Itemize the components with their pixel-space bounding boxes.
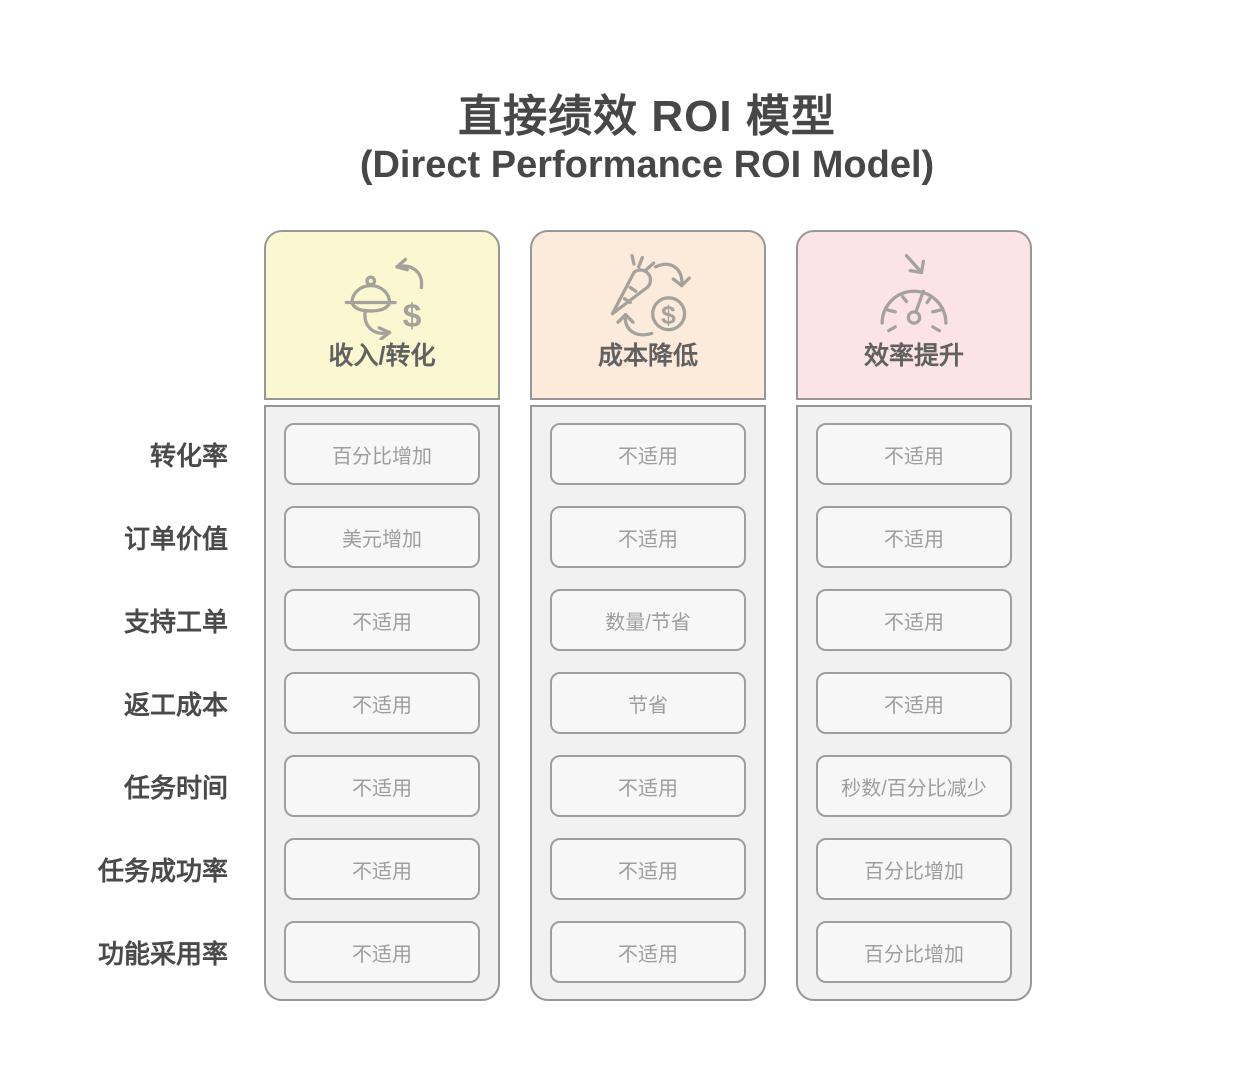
cell-efficiency-order-value: 不适用: [816, 506, 1012, 569]
cell-revenue-feature-adoption: 不适用: [284, 921, 480, 984]
cell-efficiency-rework-cost: 不适用: [816, 672, 1012, 735]
row-label-support-tickets: 支持工单: [123, 606, 228, 637]
svg-text:$: $: [661, 300, 676, 330]
title-english: (Direct Performance ROI Model): [359, 143, 935, 186]
column-revenue-conversion: $ 收入/转化 百分比增加 美元增加 不适用 不适用 不适用 不适用 不适用: [264, 230, 500, 1002]
cell-cost-feature-adoption: 不适用: [550, 921, 746, 984]
cell-cost-task-success-rate: 不适用: [550, 838, 746, 901]
row-label-task-success-rate: 任务成功率: [97, 855, 228, 886]
cell-cost-rework-cost: 节省: [550, 672, 746, 735]
column-header-revenue: $ 收入/转化: [264, 230, 500, 401]
row-label-task-time: 任务时间: [123, 772, 228, 803]
cell-revenue-rework-cost: 不适用: [284, 672, 480, 735]
carrot-dollar-cycle-icon: $: [603, 250, 693, 340]
cell-efficiency-feature-adoption: 百分比增加: [816, 921, 1012, 984]
cell-revenue-support-tickets: 不适用: [284, 589, 480, 652]
svg-text:$: $: [403, 297, 422, 335]
column-title-cost: 成本降低: [597, 342, 698, 371]
column-body-efficiency: 不适用 不适用 不适用 不适用 秒数/百分比减少 百分比增加 百分比增加: [796, 405, 1032, 1002]
cell-efficiency-task-success-rate: 百分比增加: [816, 838, 1012, 901]
page-title: 直接绩效 ROI 模型 (Direct Performance ROI Mode…: [0, 0, 1246, 188]
cell-cost-order-value: 不适用: [550, 506, 746, 569]
cell-efficiency-conversion-rate: 不适用: [816, 423, 1012, 486]
column-efficiency-improvement: 效率提升 不适用 不适用 不适用 不适用 秒数/百分比减少 百分比增加 百分比增…: [796, 230, 1032, 1002]
cell-revenue-conversion-rate: 百分比增加: [284, 423, 480, 486]
cell-efficiency-task-time: 秒数/百分比减少: [816, 755, 1012, 818]
column-header-efficiency: 效率提升: [796, 230, 1032, 401]
cell-efficiency-support-tickets: 不适用: [816, 589, 1012, 652]
row-label-feature-adoption: 功能采用率: [97, 938, 228, 969]
column-cost-reduction: $ 成本降低 不适用 不适用 数量/节省 节省 不适用 不适用 不适用: [530, 230, 766, 1002]
cell-cost-conversion-rate: 不适用: [550, 423, 746, 486]
row-label-conversion-rate: 转化率: [149, 440, 228, 471]
row-label-order-value: 订单价值: [123, 523, 228, 554]
row-label-rework-cost: 返工成本: [123, 689, 228, 720]
column-body-revenue: 百分比增加 美元增加 不适用 不适用 不适用 不适用 不适用: [264, 405, 500, 1002]
title-chinese: 直接绩效 ROI 模型: [458, 92, 836, 141]
dish-dollar-swap-icon: $: [337, 250, 427, 341]
column-title-efficiency: 效率提升: [863, 342, 964, 371]
column-title-revenue: 收入/转化: [328, 342, 436, 371]
row-labels-column: 转化率 订单价值 支持工单 返工成本 任务时间 任务成功率 功能采用率: [44, 230, 234, 983]
cell-revenue-task-time: 不适用: [284, 755, 480, 818]
column-header-cost: $ 成本降低: [530, 230, 766, 401]
cell-cost-support-tickets: 数量/节省: [550, 589, 746, 652]
cell-revenue-order-value: 美元增加: [284, 506, 480, 569]
cell-cost-task-time: 不适用: [550, 755, 746, 818]
cell-revenue-task-success-rate: 不适用: [284, 838, 480, 901]
gauge-arrow-icon: [869, 250, 959, 340]
roi-matrix: 转化率 订单价值 支持工单 返工成本 任务时间 任务成功率 功能采用率: [44, 230, 1246, 1002]
column-body-cost: 不适用 不适用 数量/节省 节省 不适用 不适用 不适用: [530, 405, 766, 1002]
